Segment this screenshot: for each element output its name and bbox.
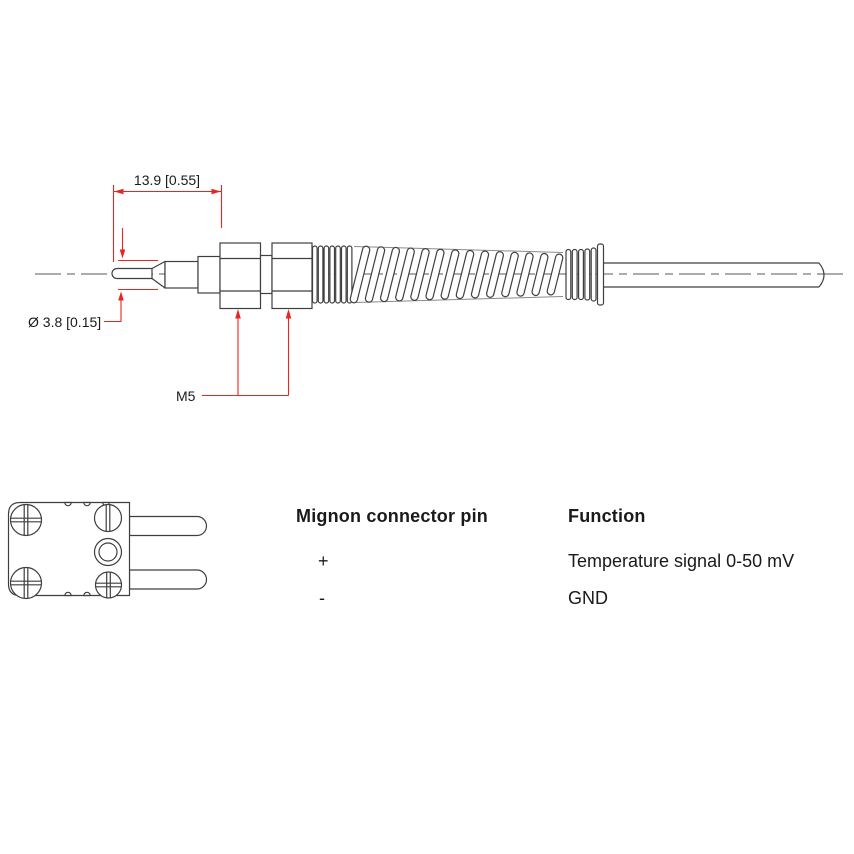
table-row-function-gnd: GND bbox=[568, 588, 608, 608]
dim-diameter-label: Ø 3.8 [0.15] bbox=[28, 314, 101, 330]
table-row-function-signal: Temperature signal 0-50 mV bbox=[568, 551, 795, 571]
probe-drawing: 13.9 [0.55] Ø 3.8 [0.15] M5 bbox=[28, 172, 848, 404]
cable-break-line bbox=[818, 262, 825, 288]
cross-screw-bottom-left bbox=[9, 566, 43, 600]
hex-nut-front bbox=[219, 242, 262, 310]
dimension-length: 13.9 [0.55] bbox=[112, 172, 223, 262]
hex-nut-rear bbox=[271, 242, 313, 310]
connector-pin-minus bbox=[128, 569, 208, 590]
dimension-diameter: Ø 3.8 [0.15] bbox=[28, 228, 158, 330]
dim-length-label: 13.9 [0.55] bbox=[134, 172, 200, 188]
connector-pin-plus bbox=[128, 515, 208, 537]
table-row-pin-plus: + bbox=[318, 551, 329, 571]
strain-relief-spring bbox=[311, 243, 605, 306]
sensor-tip bbox=[111, 255, 221, 294]
collar bbox=[197, 255, 221, 294]
nut-neck bbox=[259, 254, 273, 295]
cable bbox=[603, 262, 825, 288]
cross-screw-top-left bbox=[9, 503, 43, 537]
dimension-thread-m5: M5 bbox=[176, 309, 292, 404]
dim-thread-label: M5 bbox=[176, 388, 196, 404]
cable-entry-ring bbox=[93, 537, 123, 567]
table-row-pin-minus: - bbox=[319, 588, 325, 608]
mignon-connector-drawing bbox=[7, 501, 208, 600]
cross-screw-bottom-right bbox=[94, 571, 123, 599]
table-header-pin: Mignon connector pin bbox=[296, 506, 488, 526]
slotted-screw-top-right bbox=[93, 503, 123, 533]
table-header-function: Function bbox=[568, 506, 646, 526]
